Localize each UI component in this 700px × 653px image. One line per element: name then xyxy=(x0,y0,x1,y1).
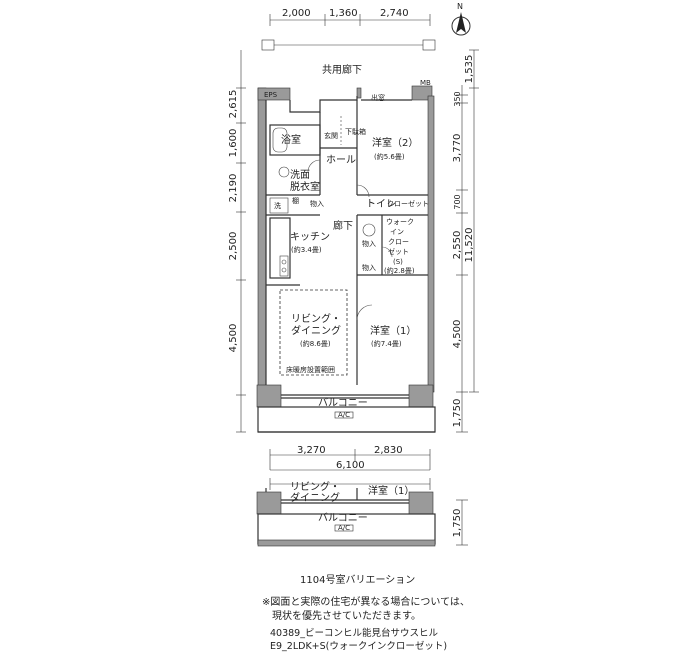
dim-left-5: 4,500 xyxy=(228,324,239,353)
dim-bottom-2: 2,830 xyxy=(374,445,403,456)
dim-top-2: 1,360 xyxy=(329,8,358,19)
dim-right-3: 700 xyxy=(453,194,462,209)
label-wic-5: (S) xyxy=(393,258,403,266)
notes: ※図面と実際の住宅が異なる場合については、 現状を優先させていただきます。 xyxy=(262,596,470,624)
label-wic-1: ウォーク xyxy=(386,218,414,226)
label-bath: 浴室 xyxy=(281,133,301,146)
var-label-living-2: ダイニング xyxy=(290,491,340,504)
label-shoe-storage: 下駄箱 xyxy=(345,127,366,136)
label-hall: ホール xyxy=(326,154,356,166)
label-storage-wash: 物入 xyxy=(310,199,324,208)
var-label-balcony: バルコニー xyxy=(318,512,368,524)
dim-left-4: 2,500 xyxy=(228,232,239,261)
property-info: 40389_ビーコンヒル能見台サウスヒル E9_2LDK+S(ウォークインクロー… xyxy=(270,627,447,653)
label-mb: MB xyxy=(420,79,431,87)
dim-right-outer-1: 1,535 xyxy=(464,55,475,84)
label-living-2: ダイニング xyxy=(291,324,341,337)
label-hallway: 廊下 xyxy=(333,219,353,232)
var-label-ac: A/C xyxy=(338,524,350,532)
property-name: 40389_ビーコンヒル能見台サウスヒル xyxy=(270,628,438,639)
right-dimensions: 350 3,770 700 2,550 4,500 1,750 1,535 11… xyxy=(452,55,475,428)
label-washroom-2: 脱衣室 xyxy=(290,180,320,193)
label-washer: 洗 xyxy=(274,201,281,210)
dim-left-2: 1,600 xyxy=(228,129,239,158)
label-toilet: トイレ xyxy=(366,199,396,210)
variation-plan: リビング・ ダイニング 洋室（1） バルコニー A/C 1,750 xyxy=(256,478,468,547)
var-dim-right: 1,750 xyxy=(452,509,463,538)
dim-bottom-total: 6,100 xyxy=(336,460,365,471)
label-kitchen-size: (約3.4畳) xyxy=(291,245,322,254)
label-wic-2: イン xyxy=(390,228,404,236)
dim-right-outer-total: 11,520 xyxy=(464,228,475,263)
label-bedroom1: 洋室（1） xyxy=(370,324,416,337)
compass-icon: N xyxy=(451,2,471,36)
label-bedroom2-size: (約5.6畳) xyxy=(374,152,405,161)
dim-right-2: 3,770 xyxy=(452,134,463,163)
label-entrance: 玄関 xyxy=(324,131,338,140)
label-storage-hall-2: 物入 xyxy=(362,263,376,272)
dim-right-1: 350 xyxy=(453,91,462,106)
label-wic-size: (約2.8畳) xyxy=(384,266,415,275)
note-line-1: ※図面と実際の住宅が異なる場合については、 xyxy=(262,597,470,608)
dim-top-1: 2,000 xyxy=(282,8,311,19)
variation-caption: 1104号室バリエーション xyxy=(300,575,416,586)
dim-bottom-1: 3,270 xyxy=(297,445,326,456)
label-washroom-1: 洗面 xyxy=(290,169,310,181)
label-closet: クローゼット xyxy=(387,199,429,208)
left-dimensions: 2,615 1,600 2,190 2,500 4,500 xyxy=(228,90,239,353)
property-type: E9_2LDK+S(ウォークインクローゼット) xyxy=(270,641,448,652)
label-wic-3: クロー xyxy=(388,238,409,246)
dim-right-5: 4,500 xyxy=(452,320,463,349)
label-kitchen: キッチン xyxy=(290,231,330,243)
dim-right-6: 1,750 xyxy=(452,399,463,428)
compass-label: N xyxy=(457,2,463,11)
label-living-1: リビング・ xyxy=(291,312,341,325)
var-label-bedroom1: 洋室（1） xyxy=(368,484,414,497)
label-ac: A/C xyxy=(338,411,350,419)
label-corridor: 共用廊下 xyxy=(322,63,362,76)
label-balcony: バルコニー xyxy=(318,397,368,409)
label-floor-heating: 床暖房設置範囲 xyxy=(286,365,335,374)
dim-left-3: 2,190 xyxy=(228,174,239,203)
label-towel: 棚 xyxy=(292,196,299,205)
label-eps: EPS xyxy=(264,91,278,99)
var-label-living-1: リビング・ xyxy=(290,480,340,493)
label-bedroom1-size: (約7.4畳) xyxy=(371,339,402,348)
dim-left-1: 2,615 xyxy=(228,90,239,119)
label-wic-4: ゼット xyxy=(388,247,409,256)
label-bedroom2: 洋室（2） xyxy=(372,136,418,149)
label-living-size: (約8.6畳) xyxy=(300,339,331,348)
dim-top-3: 2,740 xyxy=(380,8,409,19)
label-bay-window: 出窓 xyxy=(371,93,385,102)
note-line-2: 現状を優先させていただきます。 xyxy=(262,611,421,622)
label-storage-hall-1: 物入 xyxy=(362,239,376,248)
dim-right-4: 2,550 xyxy=(452,231,463,260)
